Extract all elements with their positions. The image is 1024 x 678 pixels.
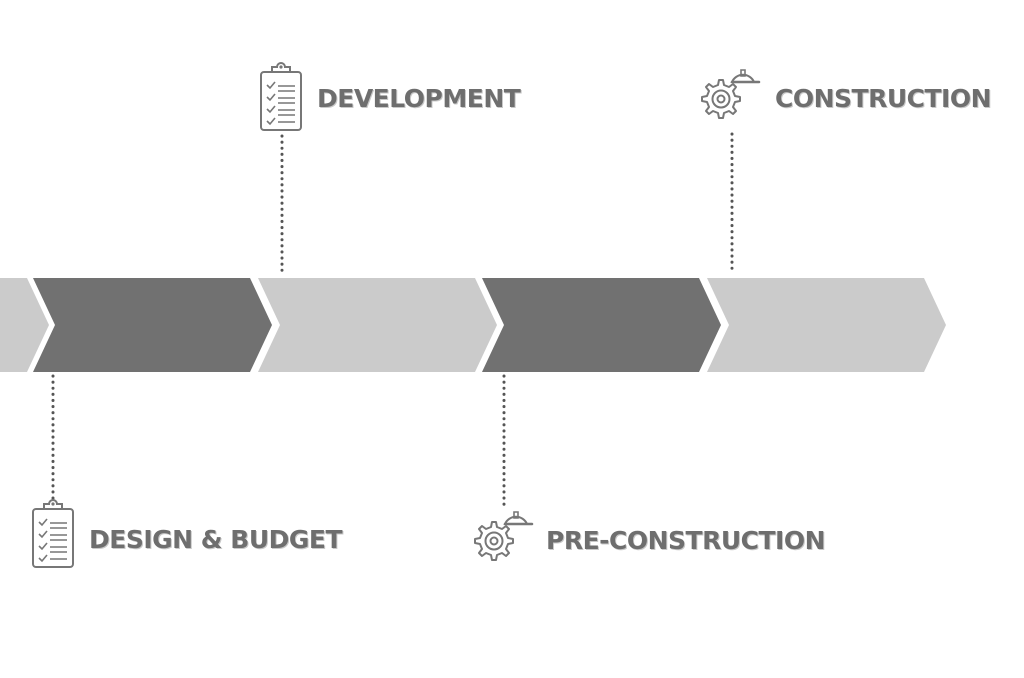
clipboard-checklist-icon bbox=[32, 499, 74, 568]
stage-label-design-budget: DESIGN & BUDGET bbox=[89, 525, 343, 554]
gear-hardhat-icon bbox=[473, 510, 534, 562]
chevron-segment-3 bbox=[482, 278, 721, 372]
stage-label-development: DEVELOPMENT bbox=[317, 84, 521, 113]
chevron-segment-partial bbox=[0, 278, 49, 372]
chevron-segment-2 bbox=[258, 278, 497, 372]
stage-label-pre-construction: PRE-CONSTRUCTION bbox=[546, 526, 826, 555]
chevron-segment-1 bbox=[33, 278, 272, 372]
gear-hardhat-icon bbox=[700, 68, 761, 120]
clipboard-checklist-icon bbox=[260, 62, 302, 131]
stage-label-construction: CONSTRUCTION bbox=[775, 84, 992, 113]
chevron-segment-4 bbox=[707, 278, 946, 372]
